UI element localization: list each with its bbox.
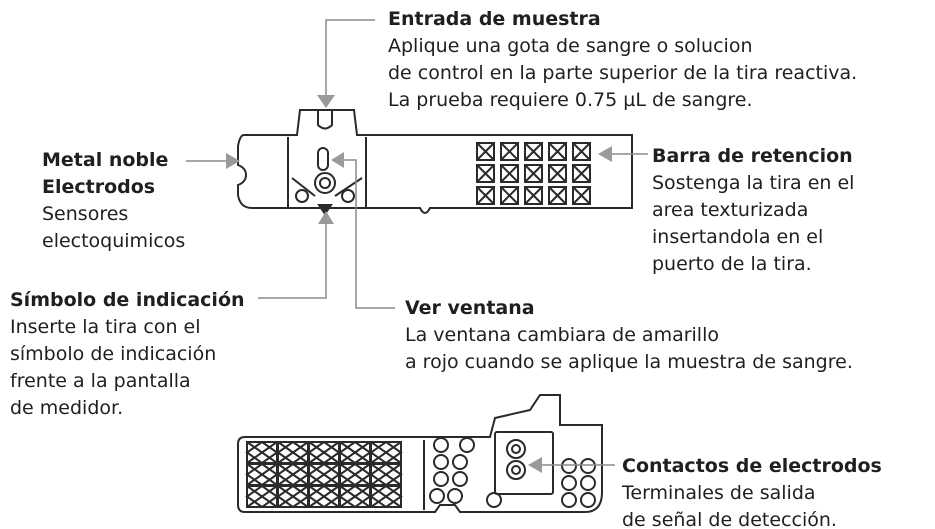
electrode-contacts-block: Contactos de electrodos Terminales de sa… bbox=[622, 453, 882, 529]
grip-cell bbox=[548, 186, 567, 205]
strip-front-view bbox=[237, 109, 633, 216]
grip-grid-front bbox=[476, 142, 591, 205]
arrow-metal bbox=[226, 153, 240, 169]
window-slot bbox=[317, 147, 329, 171]
grip-cell bbox=[338, 484, 372, 509]
sample-entry-line-3: La prueba requiere 0.75 µL de sangre. bbox=[388, 89, 753, 111]
arrow-retention bbox=[598, 146, 612, 162]
view-window-line-2: a rojo cuando se aplique la muestra de s… bbox=[405, 351, 853, 373]
electrode-dot bbox=[433, 454, 449, 470]
grip-cell bbox=[307, 484, 341, 509]
electrode-dot bbox=[429, 488, 445, 504]
noble-metal-title-2: Electrodos bbox=[42, 176, 156, 198]
noble-metal-title-1: Metal noble bbox=[42, 149, 169, 171]
indication-symbol-line-2: símbolo de indicación bbox=[10, 343, 217, 365]
electrode-dot bbox=[447, 488, 463, 504]
grip-cell bbox=[500, 142, 519, 161]
arrowheads bbox=[226, 95, 612, 473]
electrode-dot bbox=[580, 458, 596, 474]
arrow-indication bbox=[318, 211, 334, 224]
grip-cell bbox=[548, 142, 567, 161]
retention-bar-line-3: insertandola en el bbox=[652, 226, 824, 248]
electrode-contacts-line-1: Terminales de salida bbox=[622, 482, 816, 504]
retention-bar-title: Barra de retencion bbox=[652, 145, 853, 167]
electrode-contacts-line-2: de señal de detección. bbox=[622, 509, 837, 529]
grip-cell bbox=[500, 164, 519, 183]
sensor-outer bbox=[314, 172, 336, 194]
electrode-dot bbox=[433, 471, 449, 487]
indication-symbol-line-3: frente a la pantalla bbox=[10, 370, 191, 392]
grip-cell bbox=[548, 164, 567, 183]
grip-cell bbox=[276, 484, 310, 509]
sample-notch bbox=[317, 110, 333, 130]
electrode-dot bbox=[433, 437, 449, 453]
grip-cell bbox=[476, 186, 495, 205]
grip-cell bbox=[572, 186, 591, 205]
grip-cell bbox=[338, 462, 372, 487]
arrow-contacts bbox=[528, 457, 542, 473]
strip-back-view bbox=[237, 394, 603, 513]
sensor-inner bbox=[319, 177, 331, 189]
grip-cell bbox=[245, 484, 279, 509]
electrode-dot bbox=[452, 454, 468, 470]
indication-symbol-block: Símbolo de indicación Inserte la tira co… bbox=[10, 287, 245, 422]
strip-back-outline bbox=[237, 394, 603, 513]
grip-cell bbox=[369, 484, 403, 509]
grip-cell bbox=[245, 462, 279, 487]
electrode-dot bbox=[486, 492, 502, 508]
grip-cell bbox=[572, 142, 591, 161]
indication-symbol-line-1: Inserte la tira con el bbox=[10, 316, 201, 338]
noble-metal-line-1: Sensores bbox=[42, 203, 129, 225]
arrow-sample bbox=[317, 95, 335, 108]
grip-cell bbox=[338, 440, 372, 465]
electrode-dot bbox=[580, 492, 596, 508]
strip-front-outline bbox=[237, 109, 633, 214]
noble-metal-block: Metal noble Electrodos Sensores electoqu… bbox=[42, 147, 185, 255]
retention-bar-line-1: Sostenga la tira en el bbox=[652, 172, 855, 194]
electrode-dot bbox=[561, 475, 577, 491]
indication-symbol-title: Símbolo de indicación bbox=[10, 289, 245, 311]
sample-entry-title: Entrada de muestra bbox=[388, 8, 601, 30]
noble-metal-line-2: electoquimicos bbox=[42, 230, 186, 252]
electrode-dots bbox=[429, 437, 596, 508]
electrode-dot bbox=[580, 475, 596, 491]
grip-cell bbox=[500, 186, 519, 205]
view-window-line-1: La ventana cambiara de amarillo bbox=[405, 324, 719, 346]
retention-bar-line-4: puerto de la tira. bbox=[652, 253, 812, 275]
grip-cell bbox=[476, 164, 495, 183]
grip-cell bbox=[524, 142, 543, 161]
electrode-dot bbox=[452, 471, 468, 487]
grip-cell bbox=[369, 440, 403, 465]
grip-cell bbox=[524, 186, 543, 205]
leader-lines bbox=[186, 19, 648, 466]
sample-entry-block: Entrada de muestra Aplique una gota de s… bbox=[388, 6, 857, 114]
electrode-dot bbox=[459, 437, 475, 453]
sample-entry-line-2: de control en la parte superior de la ti… bbox=[388, 62, 858, 84]
grip-cell bbox=[307, 440, 341, 465]
electrode-contacts-title: Contactos de electrodos bbox=[622, 455, 882, 477]
grip-cell bbox=[307, 462, 341, 487]
grip-cell bbox=[369, 462, 403, 487]
sample-entry-line-1: Aplique una gota de sangre o solucion bbox=[388, 35, 753, 57]
retention-bar-block: Barra de retencion Sostenga la tira en e… bbox=[652, 143, 854, 278]
view-window-block: Ver ventana La ventana cambiara de amari… bbox=[405, 295, 853, 376]
grip-cell bbox=[276, 462, 310, 487]
grip-cell bbox=[245, 440, 279, 465]
grip-cell bbox=[524, 164, 543, 183]
grip-cell bbox=[572, 164, 591, 183]
grip-cell bbox=[276, 440, 310, 465]
electrode-dot bbox=[561, 492, 577, 508]
indication-symbol-line-4: de medidor. bbox=[10, 397, 124, 419]
retention-bar-line-2: area texturizada bbox=[652, 199, 809, 221]
grip-cell bbox=[476, 142, 495, 161]
arrow-window bbox=[331, 152, 344, 168]
electrode-dot bbox=[561, 458, 577, 474]
view-window-title: Ver ventana bbox=[405, 297, 535, 319]
contact-plate bbox=[494, 431, 554, 495]
grip-grid-back bbox=[245, 440, 403, 509]
indication-triangle bbox=[317, 204, 333, 216]
